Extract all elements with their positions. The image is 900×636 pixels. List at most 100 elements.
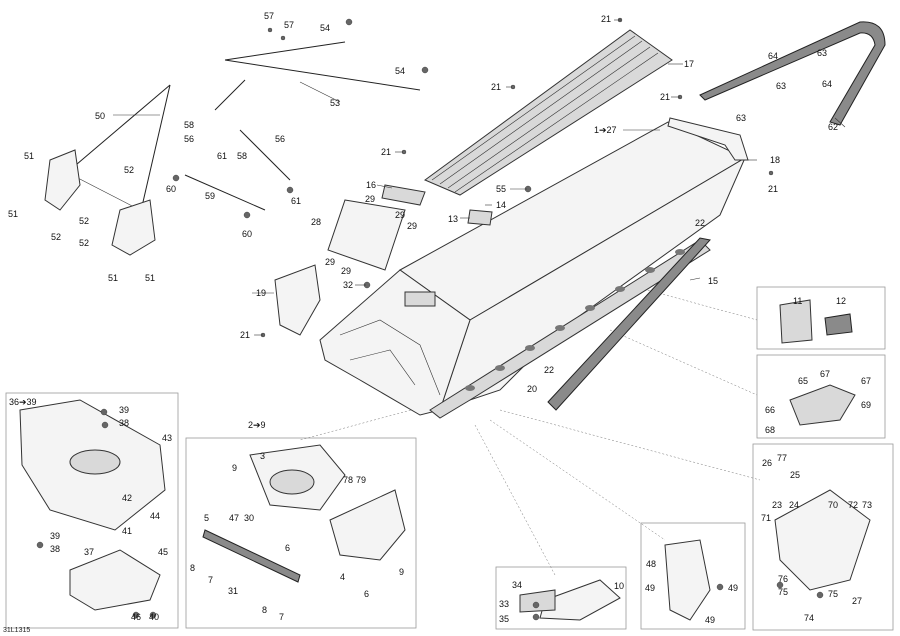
callout: 2➔9 — [248, 420, 266, 430]
callout: 59 — [205, 191, 215, 201]
callout: 36➔39 — [9, 397, 37, 407]
callout: 79 — [356, 475, 366, 485]
callout: 61 — [217, 151, 227, 161]
callout: 29 — [341, 266, 351, 276]
box-footrest — [495, 566, 627, 630]
box-cover-plate — [756, 286, 886, 350]
callout: 21 — [491, 82, 501, 92]
callout: 76 — [778, 574, 788, 584]
callout: 21 — [660, 92, 670, 102]
callout: 1➔27 — [594, 125, 617, 135]
callout: 22 — [544, 365, 554, 375]
callout: 62 — [828, 122, 838, 132]
callout: 78 — [343, 475, 353, 485]
callout: 20 — [527, 384, 537, 394]
lower-side-rail — [429, 239, 711, 419]
callout: 63 — [776, 81, 786, 91]
callout: 11 — [793, 296, 802, 306]
bulkhead-37 — [69, 549, 161, 611]
front-right-bracket — [111, 199, 156, 256]
callout: 34 — [512, 580, 522, 590]
callout: 49 — [705, 615, 715, 625]
callout: 9 — [232, 463, 237, 473]
callout: 53 — [330, 98, 340, 108]
hose-bracket — [381, 184, 426, 206]
callout: 29 — [365, 194, 375, 204]
callout: 66 — [765, 405, 775, 415]
callout: 19 — [256, 288, 266, 298]
footrest-10 — [539, 579, 621, 621]
callout: 8 — [262, 605, 267, 615]
callout: 30 — [244, 513, 254, 523]
bracket-33 — [519, 589, 556, 613]
heat-exchanger — [423, 29, 673, 196]
callout: 72 — [848, 500, 858, 510]
leader-lines — [113, 19, 846, 336]
callout: 6 — [364, 589, 369, 599]
a-frame-assembly — [44, 41, 421, 256]
callout: 64 — [822, 79, 832, 89]
strut-59 — [184, 174, 266, 211]
gauge-panel — [327, 199, 406, 271]
box-center-bulkhead — [185, 437, 417, 629]
callout: 29 — [325, 257, 335, 267]
callout: 13 — [448, 214, 458, 224]
callout: 51 — [24, 151, 34, 161]
callout: 67 — [861, 376, 871, 386]
callout: 31 — [228, 586, 238, 596]
rear-bumper — [699, 21, 886, 126]
callout: 60 — [242, 229, 252, 239]
callout: 37 — [84, 547, 94, 557]
detail-boxes — [5, 286, 894, 631]
callout: 14 — [496, 200, 506, 210]
callout: 4 — [340, 572, 345, 582]
callout: 52 — [51, 232, 61, 242]
callout: 54 — [395, 66, 405, 76]
strut-58 — [214, 79, 246, 111]
detail-illustrations — [19, 299, 871, 621]
bracket-19 — [274, 264, 321, 336]
callout: 35 — [499, 614, 509, 624]
callout: 44 — [150, 511, 160, 521]
bulkhead-4 — [329, 489, 406, 561]
cover-plate-11 — [779, 299, 813, 344]
callout: 17 — [684, 59, 694, 69]
callout: 63 — [817, 48, 827, 58]
callout: 18 — [770, 155, 780, 165]
callout: 51 — [108, 273, 118, 283]
callout: 58 — [184, 120, 194, 130]
slide-rail — [547, 237, 711, 411]
side-rail-holes — [465, 249, 685, 391]
callout: 21 — [768, 184, 778, 194]
callout: 7 — [279, 612, 284, 622]
callout: 39 — [50, 531, 60, 541]
callout: 60 — [166, 184, 176, 194]
box-skid-plate — [756, 354, 886, 439]
callout: 57 — [284, 20, 294, 30]
callout: 22 — [695, 218, 705, 228]
callout: 28 — [311, 217, 321, 227]
callout: 21 — [601, 14, 611, 24]
callout: 50 — [95, 111, 105, 121]
fasteners — [36, 17, 824, 621]
callout: 64 — [768, 51, 778, 61]
callout: 39 — [119, 405, 129, 415]
callout: 29 — [407, 221, 417, 231]
callout: 75 — [828, 589, 838, 599]
callout: 5 — [204, 513, 209, 523]
callout: 47 — [229, 513, 239, 523]
callout: 71 — [761, 513, 771, 523]
callout: 33 — [499, 599, 509, 609]
callout: 74 — [804, 613, 814, 623]
brace-rod — [224, 41, 346, 61]
callout: 55 — [496, 184, 506, 194]
callout: 25 — [790, 470, 800, 480]
callout: 49 — [728, 583, 738, 593]
rail-31 — [202, 529, 301, 583]
callout: 61 — [291, 196, 301, 206]
callout: 32 — [343, 280, 353, 290]
callout: 57 — [264, 11, 274, 21]
box-steering-support — [752, 443, 894, 631]
main-tunnel-assembly — [274, 21, 886, 419]
